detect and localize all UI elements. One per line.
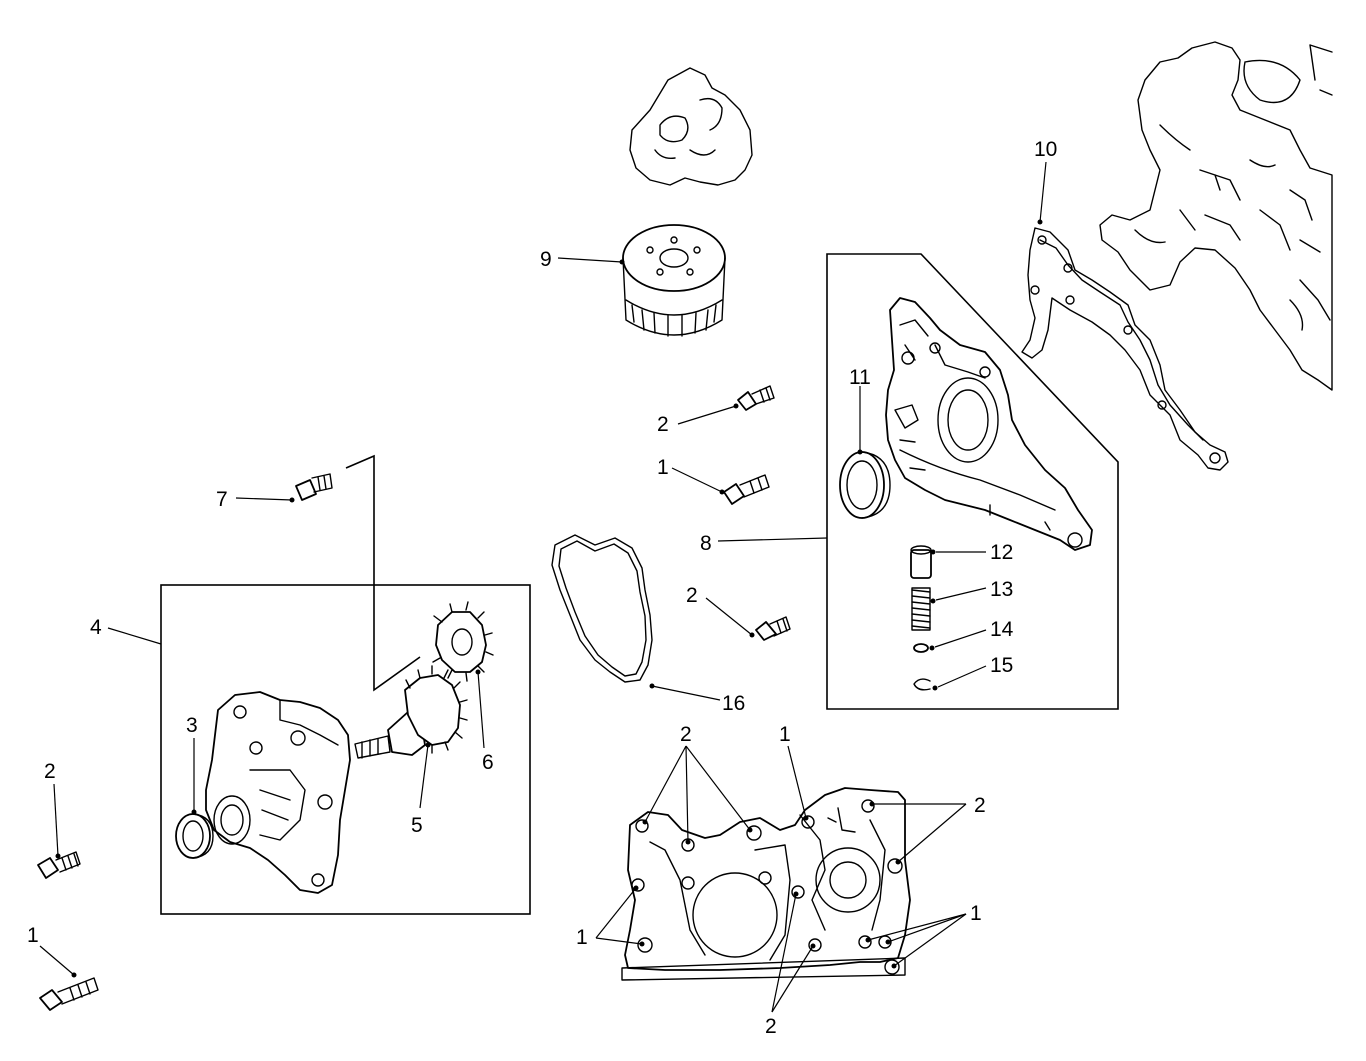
callout-3: 3	[186, 714, 198, 737]
callout-14: 14	[990, 618, 1014, 641]
callout-1-upper: 1	[657, 456, 669, 479]
plug-bolt-7	[295, 473, 333, 501]
callout-8: 8	[700, 532, 712, 555]
gear-6	[432, 601, 494, 682]
callout-labels: 9 10 11 8 12 13 14 15 16 2 1 2 7 4 3 5 6…	[27, 138, 1057, 1038]
callout-12: 12	[990, 541, 1013, 564]
water-pump-group-box	[160, 584, 531, 915]
leader-lines	[39, 161, 1047, 1013]
relief-valve-parts	[910, 545, 932, 691]
callout-2-cover-top: 2	[680, 723, 692, 746]
callout-1-cover-left: 1	[576, 926, 588, 949]
o-ring-gasket-16	[551, 534, 653, 683]
callout-2-left: 2	[44, 760, 56, 783]
callout-1-cover-right: 1	[970, 902, 982, 925]
callout-5: 5	[411, 814, 423, 837]
callout-2-cover-bottom: 2	[765, 1015, 777, 1038]
water-pump-housing	[205, 691, 351, 894]
oil-pump-group-box	[826, 253, 1119, 710]
oil-pump-housing	[885, 297, 1093, 551]
callout-13: 13	[990, 578, 1013, 601]
gear-shaft-5	[354, 665, 468, 759]
callout-2-upper: 2	[657, 413, 669, 436]
bolt-2-mid	[755, 616, 791, 641]
callout-4: 4	[90, 616, 102, 639]
water-pump-seal-3	[175, 813, 214, 859]
engine-block-outline	[1099, 41, 1333, 391]
oil-filter-housing	[629, 67, 753, 186]
oil-seal-11	[839, 451, 891, 519]
callout-16: 16	[722, 692, 745, 715]
front-engine-cover	[621, 787, 911, 981]
bolt-2-upper	[737, 385, 775, 411]
callout-1-cover-top: 1	[779, 723, 791, 746]
bolt-1-left	[39, 977, 99, 1011]
bracket-line	[345, 454, 421, 692]
callout-1-left: 1	[27, 924, 39, 947]
bolt-1-upper	[723, 474, 770, 505]
cover-gasket-10	[1021, 227, 1229, 471]
oil-filter	[622, 224, 726, 337]
callout-6: 6	[482, 751, 494, 774]
callout-15: 15	[990, 654, 1013, 677]
bolt-2-left	[37, 851, 81, 879]
callout-2-mid: 2	[686, 584, 698, 607]
callout-9: 9	[540, 248, 552, 271]
callout-2-cover-right: 2	[974, 794, 986, 817]
callout-11: 11	[849, 366, 871, 389]
callout-10: 10	[1034, 138, 1057, 161]
callout-7: 7	[216, 488, 228, 511]
